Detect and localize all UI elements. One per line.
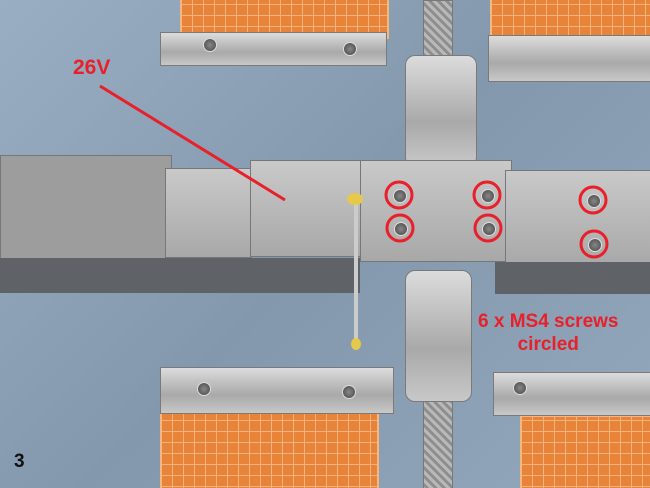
screw (513, 381, 527, 395)
solar-panel-top-left (180, 0, 389, 39)
screw-highlight-circle (473, 213, 503, 243)
solar-panel-top-right (490, 0, 650, 39)
screw (197, 382, 211, 396)
center-block (360, 160, 512, 262)
screw (481, 189, 495, 203)
antenna-mast (354, 200, 358, 345)
screw-highlight-circle (579, 229, 609, 259)
screw (587, 194, 601, 208)
screw-highlight-circle (578, 185, 608, 215)
voltage-label: 26V (73, 56, 111, 79)
screw (482, 222, 496, 236)
vertical-truss-top (423, 0, 453, 62)
screw (203, 38, 217, 52)
screw-highlight-circle (385, 213, 415, 243)
screw (394, 222, 408, 236)
center-left-block (250, 160, 362, 257)
screw-highlight-circle (472, 180, 502, 210)
lower-joint (405, 270, 472, 402)
pointer-line (99, 84, 286, 202)
screws-label: 6 x MS4 screws circled (478, 310, 618, 356)
left-block (165, 168, 252, 258)
solar-panel-bottom-left (160, 410, 379, 488)
screw (588, 238, 602, 252)
screw (393, 189, 407, 203)
screw (342, 385, 356, 399)
screw (343, 42, 357, 56)
antenna-tip-bottom (351, 338, 361, 350)
step-number: 3 (14, 451, 25, 472)
screws-label-line2: circled (517, 334, 579, 355)
antenna-tip-top (347, 193, 363, 205)
screw-highlight-circle (384, 180, 414, 210)
right-block (505, 170, 650, 267)
top-beam-right (488, 35, 650, 82)
vertical-truss-bottom (423, 395, 453, 488)
left-module-underside (0, 258, 360, 293)
right-module-underside (495, 262, 650, 294)
solar-panel-bottom-right (520, 415, 650, 488)
screws-label-line1: 6 x MS4 screws (478, 311, 619, 332)
